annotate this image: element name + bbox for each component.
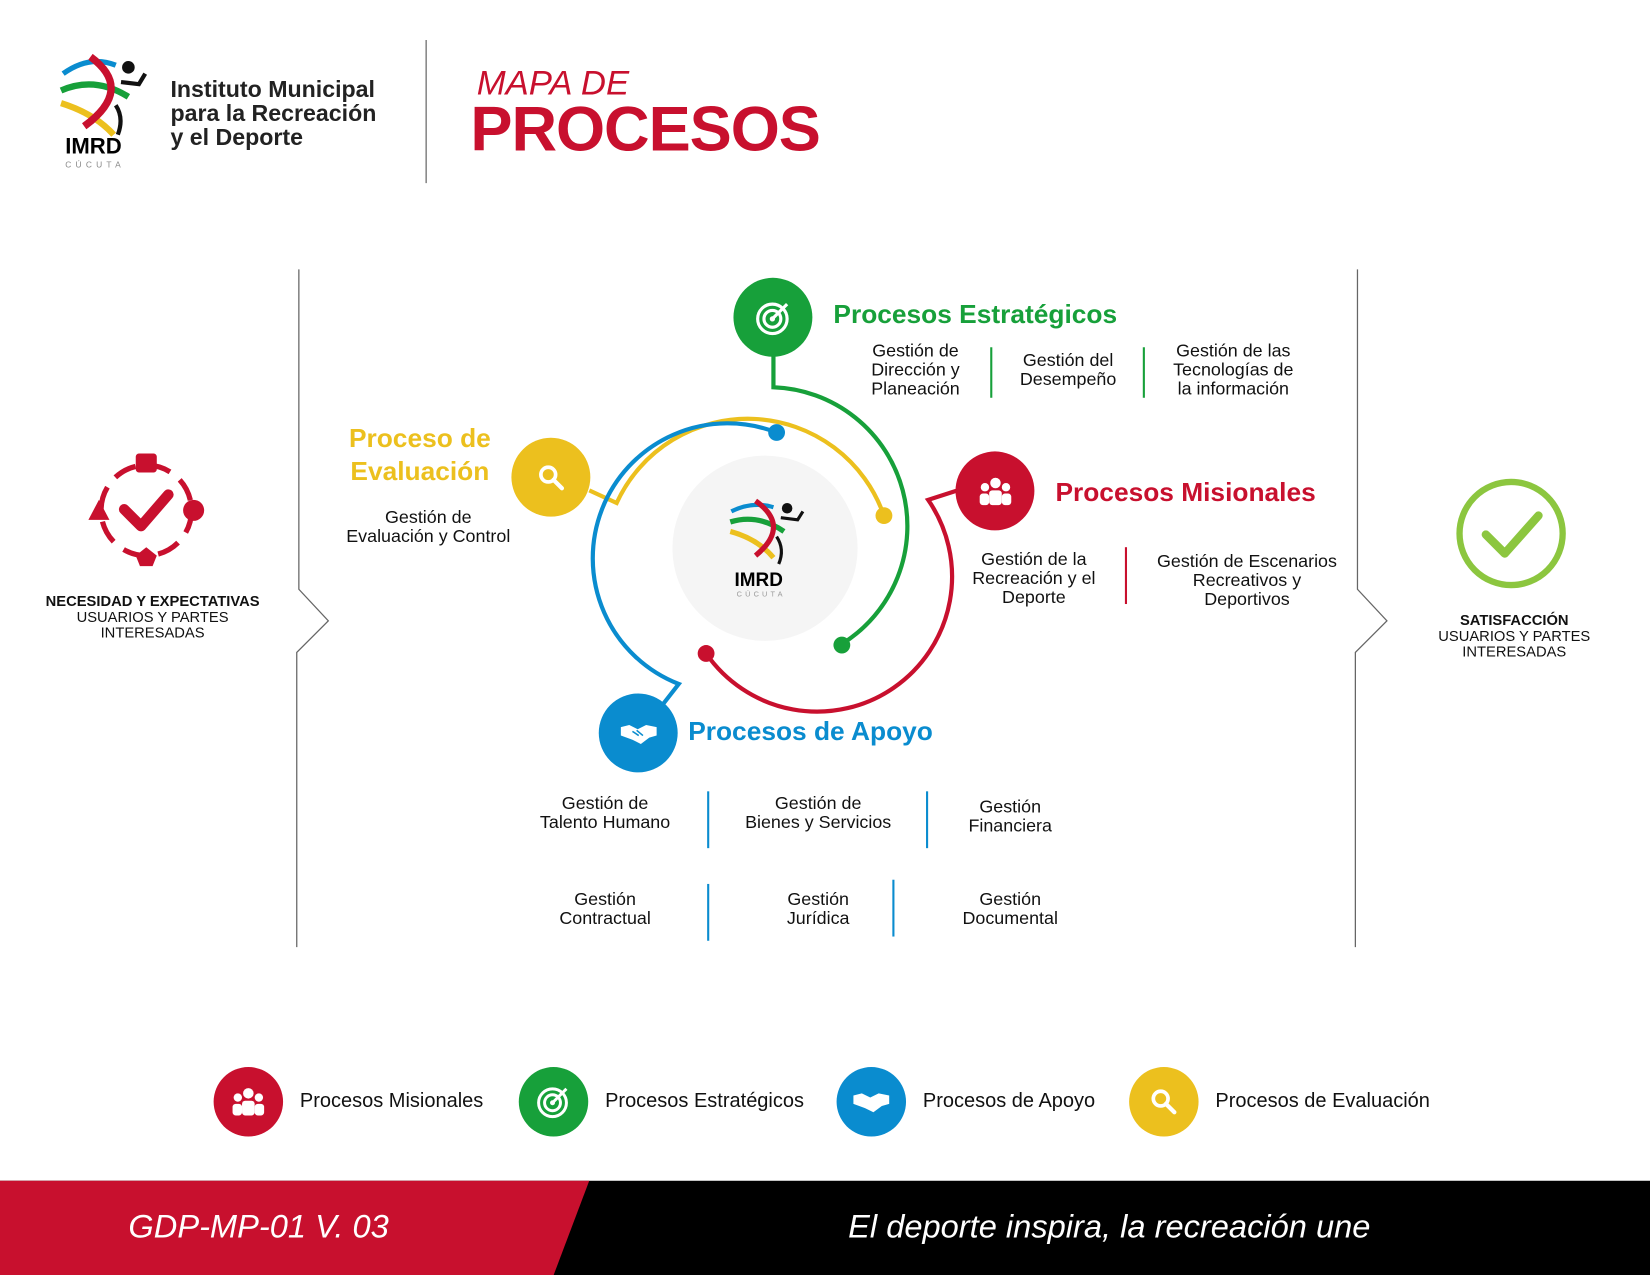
handshake-icon — [836, 1067, 907, 1137]
item-line: Recreativos y — [1192, 570, 1302, 591]
item-line: Documental — [962, 908, 1058, 929]
legend-evaluation: Procesos de Evaluación — [1129, 1067, 1430, 1137]
strategic-title: Procesos Estratégicos — [833, 299, 1118, 330]
legend-missional: Procesos Misionales — [213, 1067, 484, 1137]
item-line: Gestión de — [385, 507, 472, 528]
item-line: Gestión de — [561, 793, 649, 814]
evaluation-search-icon — [511, 437, 591, 517]
divider — [1142, 347, 1145, 398]
item-line: Deporte — [1002, 587, 1066, 608]
org-name-line: Instituto Municipal — [170, 75, 375, 103]
item-line: Gestión de — [774, 793, 862, 814]
satisfaction-check-icon — [1456, 478, 1566, 589]
item-line: Jurídica — [786, 908, 850, 929]
item-line: Gestión — [574, 889, 636, 910]
needs-icon — [88, 453, 205, 567]
target-icon — [518, 1067, 589, 1137]
page-title: PROCESOS — [470, 93, 820, 165]
divider — [1124, 547, 1128, 605]
logo-mark — [59, 53, 148, 137]
divider — [926, 791, 929, 849]
item-line: Tecnologías de — [1173, 359, 1294, 380]
search-icon — [1129, 1067, 1199, 1137]
legend-label: Procesos Estratégicos — [605, 1090, 804, 1113]
item-line: Gestión de las — [1176, 340, 1291, 361]
evaluation-title-line: Proceso de — [348, 424, 491, 454]
document-code: GDP-MP-01 V. 03 — [128, 1208, 389, 1245]
satisfaction-sub: INTERESADAS — [1462, 642, 1567, 660]
item-line: Gestión — [787, 889, 849, 910]
divider — [707, 883, 710, 941]
legend-label: Procesos de Apoyo — [922, 1090, 1096, 1113]
item-line: Evaluación y Control — [346, 526, 511, 547]
support-title: Procesos de Apoyo — [688, 716, 933, 747]
satisfaction-title: SATISFACCIÓN — [1459, 611, 1569, 629]
item-line: Gestión de Escenarios — [1156, 551, 1337, 572]
needs-sub: USUARIOS Y PARTES — [76, 608, 229, 626]
item-line: Contractual — [559, 908, 651, 929]
logo-text: IMRD — [65, 134, 122, 159]
item-line: Financiera — [968, 815, 1052, 836]
center-logo-mark — [729, 498, 805, 565]
item-line: Bienes y Servicios — [745, 812, 892, 833]
satisfaction-sub: USUARIOS Y PARTES — [1438, 627, 1591, 645]
needs-label: NECESIDAD Y EXPECTATIVAS USUARIOS Y PART… — [21, 593, 284, 640]
item-line: Gestión de — [872, 340, 959, 361]
divider — [990, 347, 993, 398]
item-line: Gestión — [979, 889, 1042, 910]
item-line: Desempeño — [1019, 369, 1117, 390]
slogan: El deporte inspira, la recreación une — [848, 1208, 1371, 1245]
center-logo-sub: CÚCUTA — [736, 591, 786, 599]
item-line: Recreación y el — [972, 568, 1096, 589]
item-line: Deportivos — [1204, 589, 1290, 610]
strategic-target-icon — [733, 277, 813, 357]
needs-title: NECESIDAD Y EXPECTATIVAS — [45, 592, 260, 610]
needs-sub: INTERESADAS — [100, 624, 205, 641]
org-name-line: y el Deporte — [170, 124, 303, 151]
divider — [892, 879, 895, 937]
item-line: Dirección y — [871, 359, 960, 380]
item-line: Planeación — [871, 378, 960, 399]
item-line: Talento Humano — [539, 812, 671, 833]
legend-strategic: Procesos Estratégicos — [518, 1067, 804, 1137]
legend-label: Procesos de Evaluación — [1215, 1090, 1430, 1113]
item-line: Gestión del — [1022, 350, 1114, 371]
center-logo-text: IMRD — [734, 569, 783, 591]
evaluation-title-line: Evaluación — [350, 456, 490, 487]
org-name-line: para la Recreación — [170, 99, 377, 127]
logo-sub: CÚCUTA — [65, 159, 125, 170]
item-line: la información — [1177, 378, 1289, 399]
missional-people-icon — [955, 451, 1035, 531]
satisfaction-label: SATISFACCIÓN USUARIOS Y PARTES INTERESAD… — [1400, 612, 1629, 659]
item-line: Gestión — [979, 796, 1042, 817]
footer-bar — [0, 1180, 1650, 1275]
legend-label: Procesos Misionales — [299, 1090, 484, 1113]
org-name: Instituto Municipal para la Recreación y… — [170, 77, 376, 150]
support-handshake-icon — [598, 693, 678, 773]
legend-support: Procesos de Apoyo — [836, 1067, 1096, 1137]
item-line: Gestión de la — [981, 549, 1087, 570]
divider — [707, 791, 710, 849]
people-icon — [213, 1067, 284, 1137]
missional-title: Procesos Misionales — [1055, 477, 1316, 508]
title-small: MAPA DE — [476, 63, 630, 103]
